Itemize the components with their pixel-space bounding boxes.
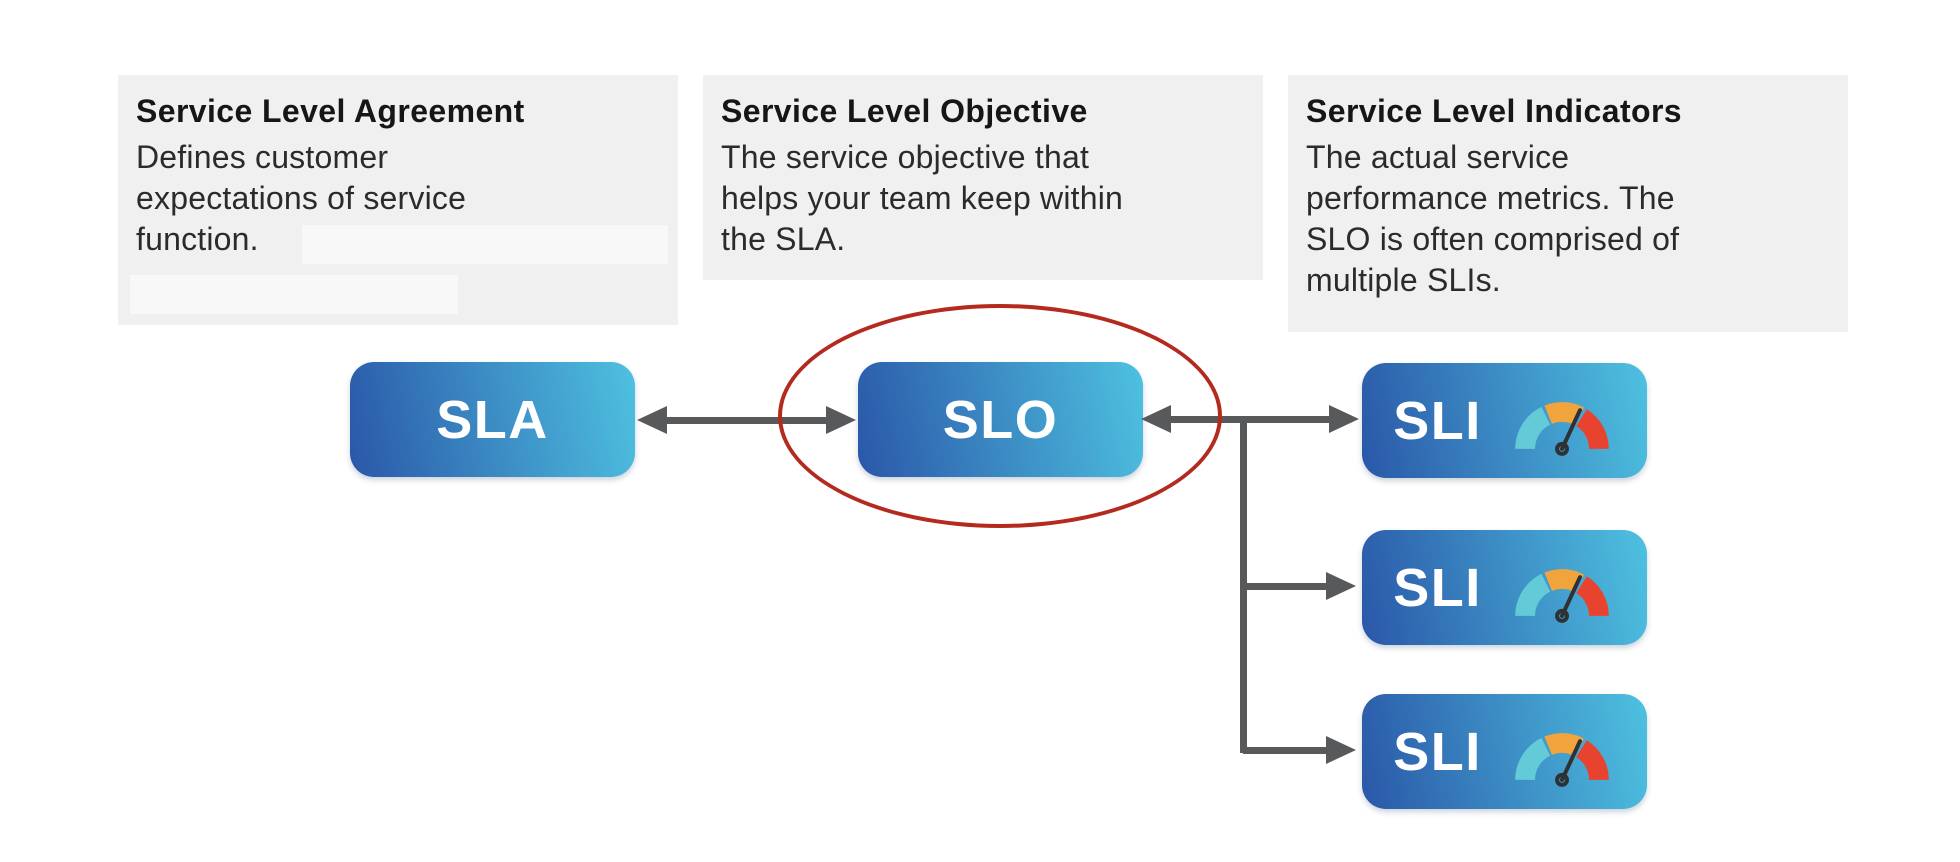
card-body-line: SLO is often comprised of (1306, 221, 1680, 257)
gauge-icon (1514, 569, 1609, 623)
arrowhead-right-icon (1326, 736, 1356, 764)
card-body-line: function. (136, 221, 259, 257)
arrow-branch-sli2 (1243, 569, 1356, 603)
card-title-slo: Service Level Objective (721, 93, 1088, 129)
redacted-text-line (302, 225, 668, 264)
arrow-shaft (1243, 582, 1326, 590)
card-title-sli: Service Level Indicators (1306, 93, 1683, 129)
gauge-icon (1514, 402, 1609, 456)
arrow-shaft (1243, 746, 1326, 754)
card-slo-description: Service Level Objective The service obje… (703, 75, 1263, 280)
arrowhead-right-icon (1329, 405, 1359, 433)
slo-highlight-ellipse (778, 304, 1222, 528)
card-body-line: The service objective that (721, 139, 1090, 175)
sli-node-label: SLI (1393, 721, 1482, 782)
sli-node-label: SLI (1393, 557, 1482, 618)
card-body-line: expectations of service (136, 180, 467, 216)
sla-node-label: SLA (436, 389, 549, 450)
card-body-line: helps your team keep within (721, 180, 1124, 216)
gauge-icon (1514, 733, 1609, 787)
arrow-shaft (667, 416, 826, 424)
sla-node: SLA (350, 362, 635, 477)
sli-node-2: SLI (1362, 530, 1647, 645)
card-body-line: performance metrics. The (1306, 180, 1675, 216)
card-title-sla: Service Level Agreement (136, 93, 525, 129)
card-body-line: Defines customer (136, 139, 389, 175)
arrow-shaft (1171, 415, 1329, 423)
redacted-text-line (130, 275, 458, 314)
card-body-line: multiple SLIs. (1306, 262, 1501, 298)
card-sli-description: Service Level Indicators The actual serv… (1288, 75, 1848, 332)
card-body-line: The actual service (1306, 139, 1570, 175)
arrowhead-right-icon (1326, 572, 1356, 600)
card-sla-description: Service Level Agreement Defines customer… (118, 75, 678, 325)
sli-node-1: SLI (1362, 363, 1647, 478)
arrowhead-left-icon (637, 406, 667, 434)
card-body-line: the SLA. (721, 221, 846, 257)
arrow-branch-sli3 (1243, 733, 1356, 767)
sli-node-3: SLI (1362, 694, 1647, 809)
sli-node-label: SLI (1393, 390, 1482, 451)
